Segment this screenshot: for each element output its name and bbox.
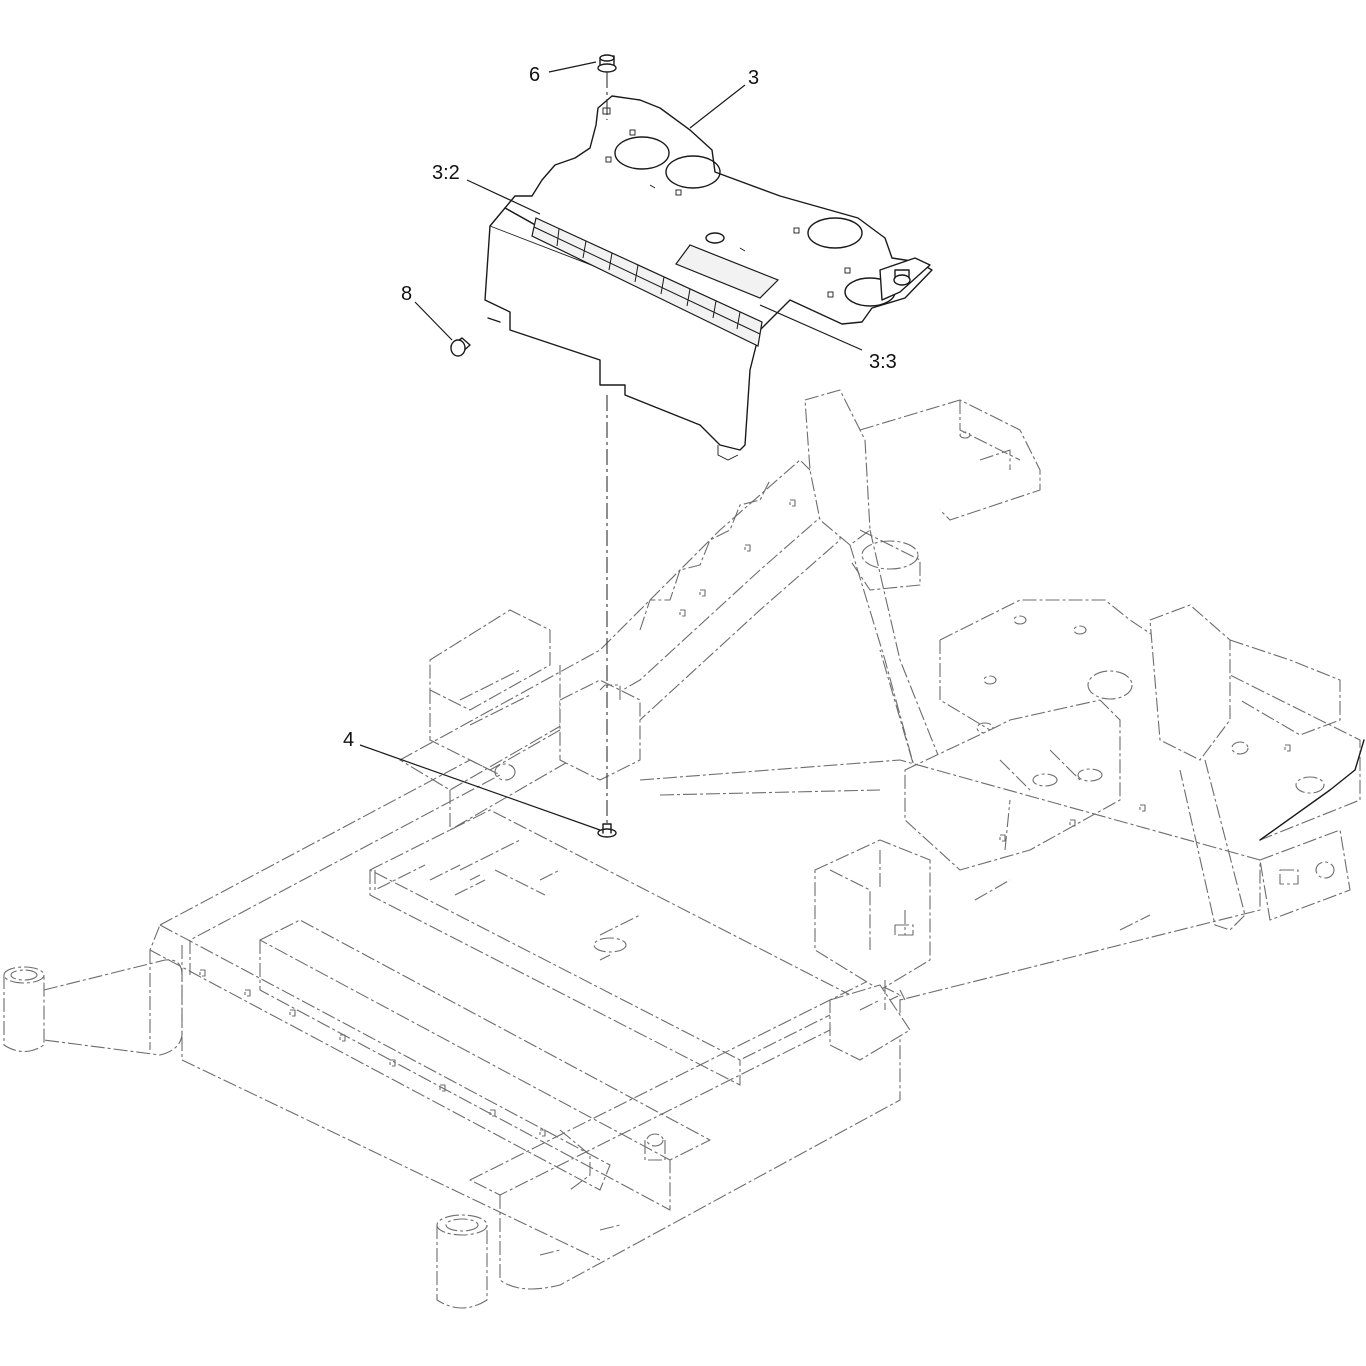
flange-nut (597, 54, 617, 73)
callout-part-6: 6 (529, 64, 540, 86)
leader-8 (414, 301, 453, 341)
mower-frame-phantom (3, 389, 1361, 1309)
callout-part-4: 4 (343, 729, 354, 751)
decal-grid (531, 217, 763, 347)
callout-part-3: 3 (748, 67, 759, 89)
frame-mounting-holes (199, 499, 1291, 1137)
leader-3-3 (759, 304, 863, 351)
rear-left-caster-tube (436, 1214, 488, 1309)
stud-bolt (597, 823, 617, 838)
leader-lines (359, 61, 863, 831)
flange-bolt (450, 337, 471, 357)
cover-panel (484, 95, 933, 461)
callout-part-3-2: 3:2 (432, 162, 460, 184)
leader-3 (689, 84, 746, 129)
leader-6 (548, 61, 597, 73)
callout-part-3-3: 3:3 (869, 351, 897, 373)
front-left-caster-tube (3, 959, 183, 1056)
leader-3-2 (466, 179, 541, 215)
leader-4 (359, 744, 601, 831)
decal-label (675, 244, 780, 299)
callout-part-8: 8 (401, 283, 412, 305)
right-edge-line (1259, 739, 1365, 841)
